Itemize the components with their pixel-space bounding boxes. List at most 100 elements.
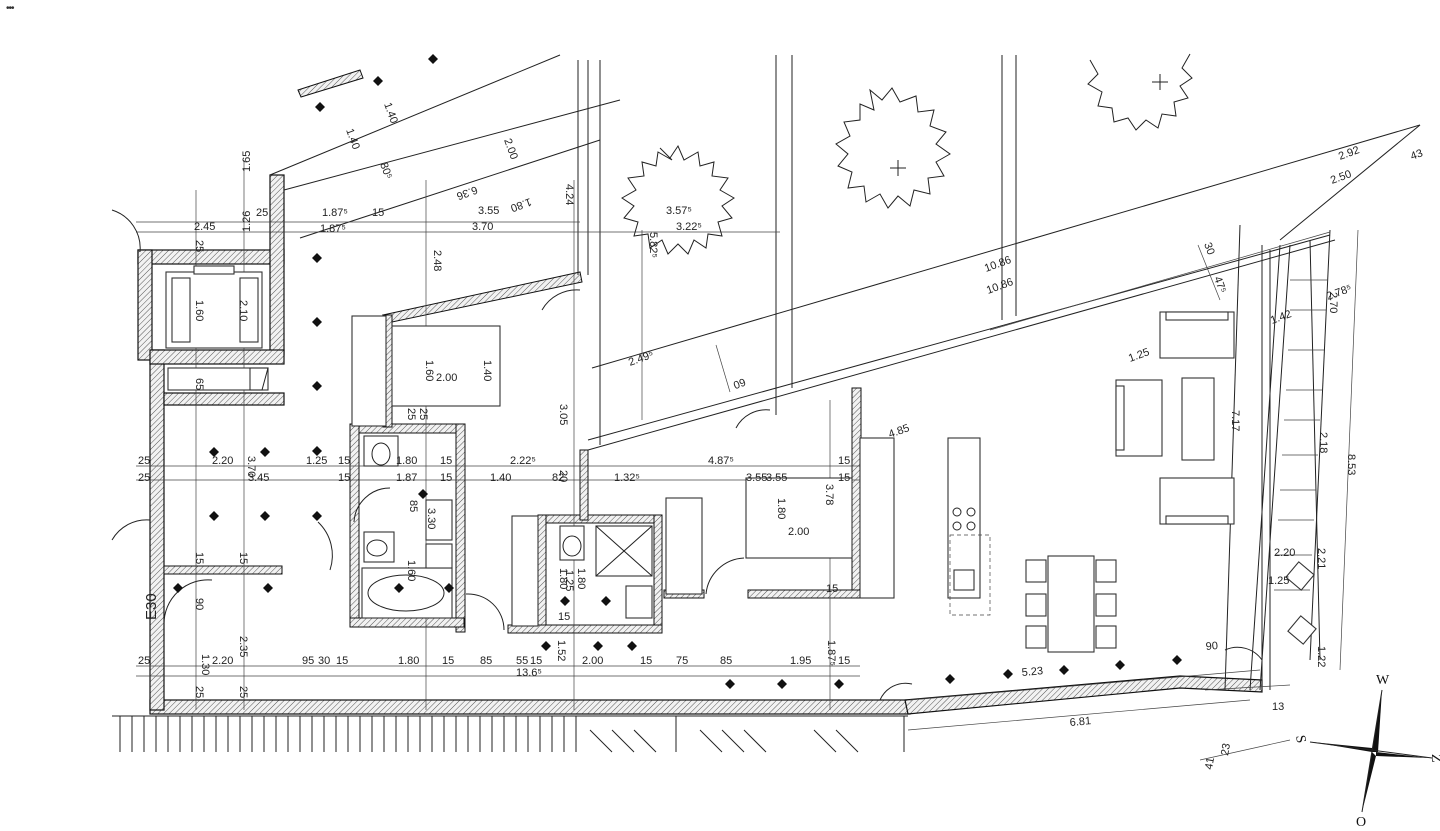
- dim-label: 95: [302, 655, 314, 667]
- dim-label: 1.80: [398, 655, 419, 667]
- dim-label: 1.80: [775, 498, 787, 519]
- dim-label: 1.87⁵: [322, 207, 348, 219]
- dim-label: 15: [338, 472, 350, 484]
- dim-label: 2.21: [1315, 548, 1327, 569]
- dim-label: 15: [442, 655, 454, 667]
- dim-label: 1.25: [1268, 575, 1289, 587]
- dim-label: 3.45: [248, 472, 269, 484]
- compass-south-label: O: [1356, 815, 1366, 830]
- dim-label: 1.25: [1127, 346, 1151, 365]
- dim-label: 30: [1201, 241, 1216, 257]
- dim-label: 1.40: [343, 127, 362, 151]
- dim-label: 4.87⁵: [708, 455, 734, 467]
- living-room-furniture: [1115, 311, 1235, 525]
- dim-label: 15: [440, 472, 452, 484]
- dim-label: 15: [338, 455, 350, 467]
- dim-label: 2.20: [1274, 547, 1295, 559]
- dim-label: 1.60: [405, 560, 417, 581]
- dim-label: 1.25: [563, 570, 575, 591]
- tree-1: [621, 144, 735, 255]
- dim-label: 25: [256, 207, 268, 219]
- dim-label: 1.52: [555, 640, 567, 661]
- dim-label: 2.45: [194, 221, 215, 233]
- dim-label: 15: [336, 655, 348, 667]
- dim-label: 1.60: [423, 360, 435, 381]
- lighting-markers: [173, 54, 1182, 689]
- dim-label: 85: [720, 655, 732, 667]
- exterior-walls: [137, 69, 1263, 715]
- compass-west-label: S: [1292, 734, 1308, 744]
- dim-label: 5.23: [1021, 665, 1043, 679]
- dim-label: 1.26: [241, 211, 253, 232]
- dim-label: 3.78: [823, 484, 835, 505]
- terrace-lines: [269, 54, 1421, 691]
- dim-label: 2.00: [788, 526, 809, 538]
- dim-label: 1.95: [790, 655, 811, 667]
- dim-label: 3.55: [766, 472, 787, 484]
- dim-label: 41: [1203, 756, 1217, 770]
- dim-label: 1.40: [490, 472, 511, 484]
- compass-east-label: Z: [1428, 754, 1440, 763]
- dim-label: 15: [237, 552, 249, 564]
- dim-label: 3.30: [425, 508, 437, 529]
- dim-label: 25: [237, 686, 249, 698]
- kitchen-counter: [947, 437, 991, 616]
- bedroom-bed-2: [745, 437, 895, 599]
- dim-label: 1.65: [241, 151, 253, 172]
- dim-label: 15: [440, 455, 452, 467]
- dim-label: 1.87⁵: [825, 640, 837, 666]
- dim-label: 85: [407, 500, 419, 512]
- dim-label: 15: [372, 207, 384, 219]
- dim-label: 2.22⁵: [510, 455, 536, 467]
- dim-label: 3.05: [557, 404, 569, 425]
- dim-label: 4.85: [887, 422, 911, 441]
- bathroom-fixtures: [361, 435, 703, 627]
- dim-label: 90: [193, 598, 205, 610]
- fence: [112, 715, 908, 753]
- fire-rating-label: E30: [143, 593, 160, 620]
- dim-label: 2.00: [582, 655, 603, 667]
- compass-north-label: W: [1376, 673, 1390, 688]
- dim-label: 1.87: [396, 472, 417, 484]
- dining-table: [1025, 555, 1117, 653]
- dim-label: 1.80: [575, 568, 587, 589]
- dim-label: 2.50: [1329, 168, 1353, 187]
- dim-label: 1.60: [193, 300, 205, 321]
- dim-label: 15: [838, 655, 850, 667]
- dim-label: 10.86: [985, 276, 1015, 297]
- dim-label: 10.86: [983, 254, 1013, 275]
- dim-label: 25: [138, 655, 150, 667]
- dim-label: 2.35: [237, 636, 249, 657]
- paving-grid: [1274, 279, 1328, 591]
- dim-label: 85: [480, 655, 492, 667]
- dim-label: 55: [516, 655, 528, 667]
- dim-label: 43: [1409, 147, 1425, 162]
- dim-label: 1.80: [396, 455, 417, 467]
- menu-dots-icon[interactable]: •••: [6, 3, 14, 14]
- dim-label: 15: [640, 655, 652, 667]
- dim-label: 25: [138, 455, 150, 467]
- dim-label: 1.40: [481, 360, 493, 381]
- dim-label: 15: [826, 583, 838, 595]
- dim-label: 13: [1272, 701, 1284, 713]
- dim-label: 7.17: [1229, 410, 1241, 431]
- dim-label: 25: [417, 408, 429, 420]
- dim-label: 5.82⁵: [647, 232, 659, 258]
- dim-label: 60: [731, 375, 747, 390]
- dim-label: 2.00: [436, 372, 457, 384]
- dim-label: 47⁵: [1211, 275, 1228, 295]
- dim-label: 82: [552, 472, 564, 484]
- dim-label: 15: [530, 655, 542, 667]
- dim-label: 25: [138, 472, 150, 484]
- dim-label: 2.18: [1317, 432, 1329, 453]
- dim-label: 1.87⁵: [320, 223, 346, 235]
- dimension-lines: [136, 160, 1359, 761]
- dim-label: 2.10: [237, 300, 249, 321]
- tree-3: [1087, 53, 1193, 131]
- terrace-chairs: [1285, 561, 1317, 645]
- dim-label: 1.40: [381, 101, 400, 125]
- dim-label: 1.32⁵: [614, 472, 640, 484]
- dim-label: 3.55: [746, 472, 767, 484]
- dim-label: 3.57⁵: [666, 205, 692, 217]
